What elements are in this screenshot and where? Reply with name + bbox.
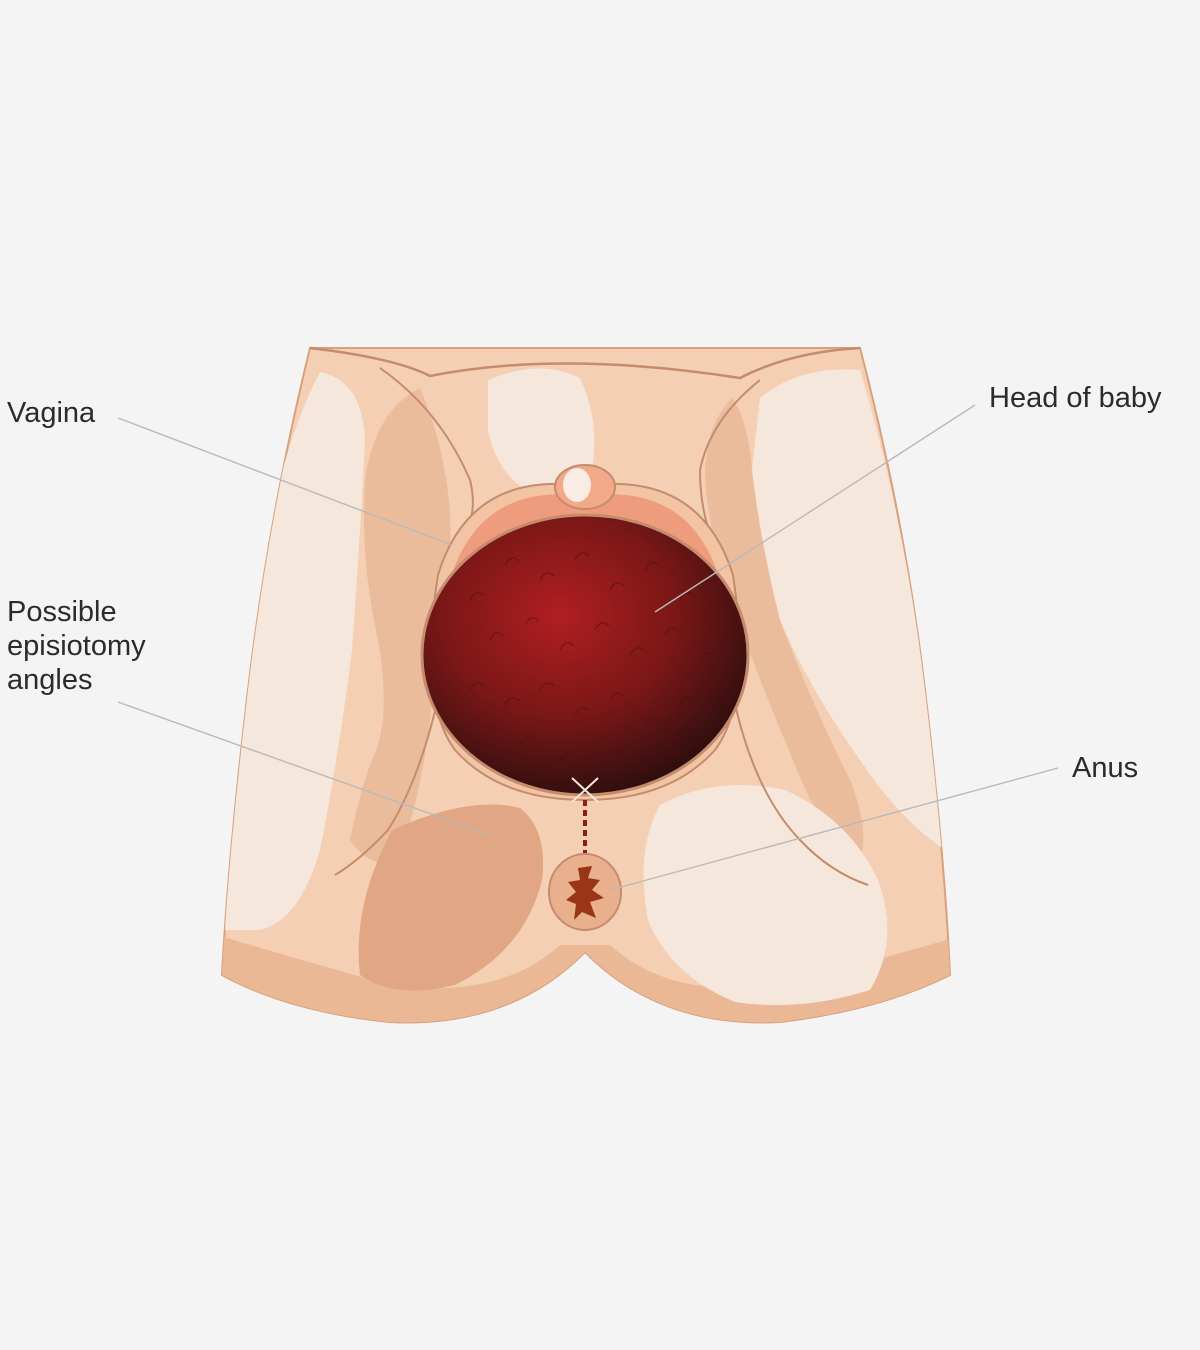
label-vagina: Vagina [7, 396, 95, 430]
label-episiotomy-line-3: angles [7, 663, 146, 697]
label-anus: Anus [1072, 751, 1138, 785]
label-episiotomy-line-2: episiotomy [7, 629, 146, 663]
baby-head [422, 515, 748, 795]
label-possible-episiotomy-angles: Possible episiotomy angles [7, 595, 146, 697]
label-episiotomy-line-1: Possible [7, 595, 146, 629]
clitoris [563, 468, 591, 502]
label-head-of-baby: Head of baby [989, 381, 1162, 415]
